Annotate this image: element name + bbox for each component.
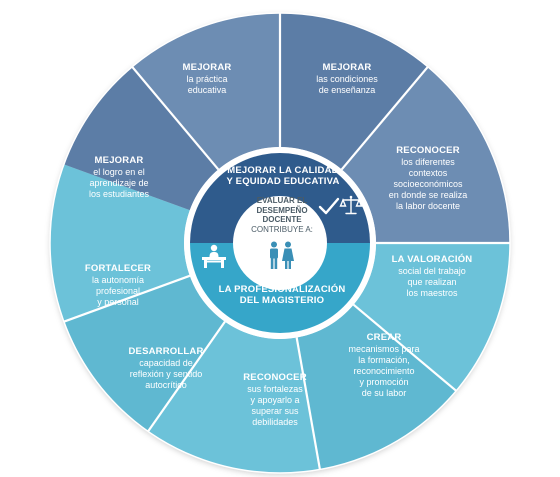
wheel-segment (63, 275, 225, 432)
segment-title: CREAR (366, 332, 402, 343)
segment-reconocer-fortalezas: RECONOCER sus fortalezas y apoyarlo a su… (227, 372, 323, 428)
segment-divider (131, 66, 220, 171)
teacher-desk-icon (202, 244, 226, 268)
center-top-label: MEJORAR LA CALIDAD Y EQUIDAD EDUCATIVA (226, 165, 340, 187)
segment-title: MEJORAR (182, 62, 232, 73)
segment-divider (340, 66, 429, 171)
segment-title: MEJORAR (322, 62, 372, 73)
segment-title: DESARROLLAR (128, 346, 204, 357)
wheel-segment (49, 164, 190, 322)
center-inner-label: EVALUAR EL DESEMPEÑO DOCENTE CONTRIBUYE … (251, 196, 313, 234)
wheel-segment (132, 13, 280, 170)
segment-title: RECONOCER (396, 145, 460, 156)
balance-scale-icon (339, 195, 363, 215)
segment-title: RECONOCER (243, 372, 307, 383)
segment-mejorar-logro: MEJORAR el logro en el aprendizaje de lo… (71, 155, 167, 200)
wheel-segment (280, 13, 428, 170)
wheel-segment (63, 66, 219, 211)
segment-reconocer-contextos: RECONOCER los diferentes contextos socio… (380, 145, 476, 212)
segment-divider (352, 303, 457, 392)
center-inner-circle (233, 196, 327, 290)
center-bottom-label: LA PROFESIONALIZACIÓN DEL MAGISTERIO (218, 284, 346, 306)
wheel-segment (148, 321, 320, 473)
segment-divider (63, 274, 191, 323)
segment-divider (147, 321, 226, 433)
check-icon (318, 197, 340, 215)
wheel-segment (296, 304, 457, 470)
man-woman-icon (270, 241, 294, 269)
segment-crear: CREAR mecanismos para la formación, reco… (336, 332, 432, 399)
segment-title: LA VALORACIÓN (391, 254, 473, 265)
wheel-segment (353, 243, 510, 391)
wheel-outline (49, 12, 511, 474)
segment-mejorar-practica: MEJORAR la práctica educativa (159, 62, 255, 96)
segment-divider (295, 337, 322, 470)
segment-valoracion: LA VALORACIÓN social del trabajo que rea… (384, 254, 480, 299)
segment-title: MEJORAR (94, 155, 144, 166)
segment-mejorar-condiciones: MEJORAR las condiciones de enseñanza (299, 62, 395, 96)
segment-title: FORTALECER (84, 263, 152, 274)
segment-desarrollar: DESARROLLAR capacidad de reflexión y sen… (118, 346, 214, 391)
segment-fortalecer: FORTALECER la autonomía profesional y pe… (70, 263, 166, 308)
